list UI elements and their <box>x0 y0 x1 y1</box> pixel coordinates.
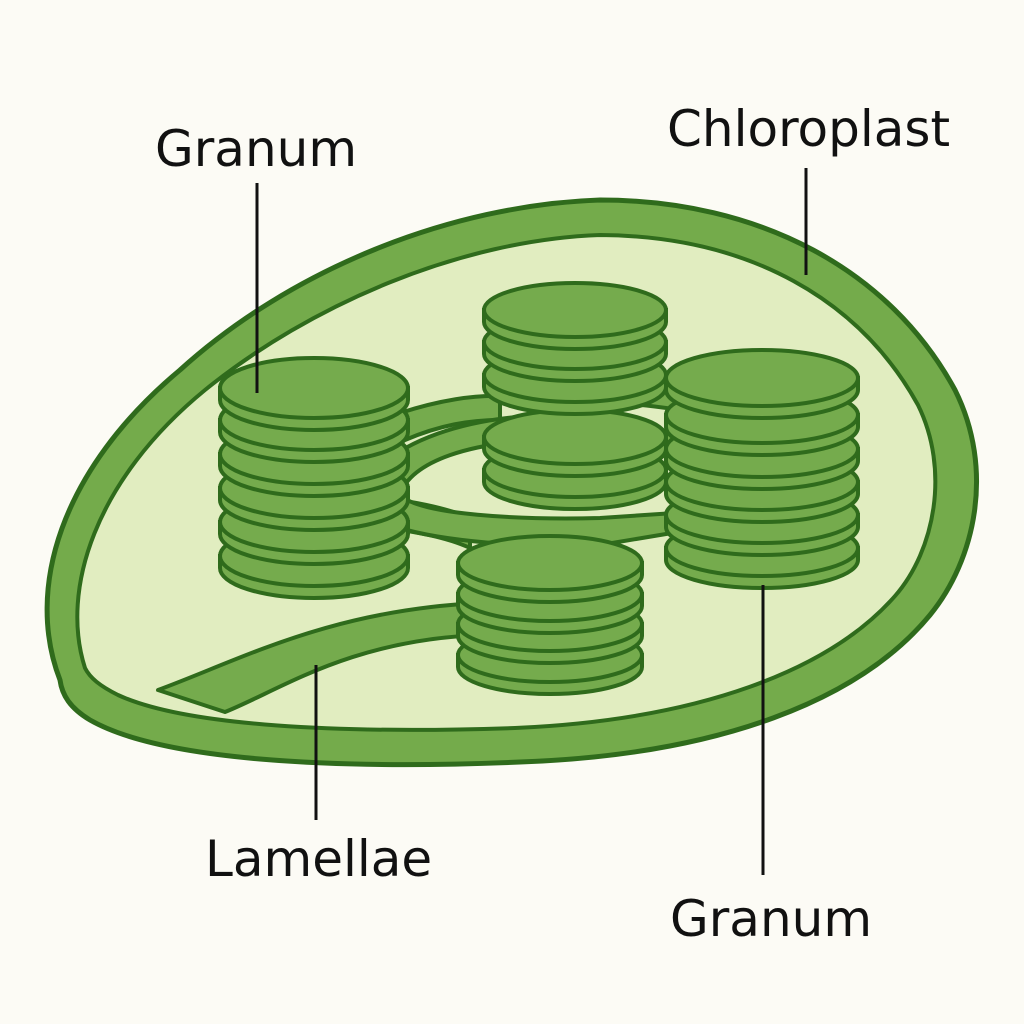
thylakoid-disc <box>218 356 410 420</box>
granum-back-center <box>482 281 668 511</box>
granum-front-center <box>456 534 644 696</box>
thylakoid-disc <box>482 281 668 339</box>
granum-left <box>218 356 410 600</box>
label-lamellae: Lamellae <box>205 830 432 888</box>
label-granum-bottom: Granum <box>670 890 872 948</box>
label-granum-top: Granum <box>155 120 357 178</box>
label-chloroplast: Chloroplast <box>667 100 950 158</box>
thylakoid-disc <box>664 348 860 408</box>
granum-right <box>664 348 860 590</box>
thylakoid-disc <box>456 534 644 592</box>
lamella-upper-left <box>398 393 502 442</box>
thylakoid-disc <box>482 408 668 466</box>
